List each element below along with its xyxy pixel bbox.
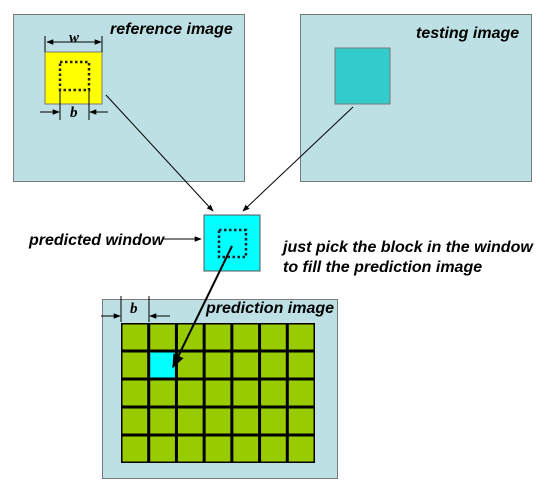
predicted-window-inner-dotted-square [217, 228, 248, 259]
grid-cell [150, 408, 175, 434]
grid-cell [261, 380, 286, 406]
grid-cell [177, 352, 203, 378]
grid-cell [177, 380, 203, 406]
grid-cell [288, 408, 314, 434]
grid-cell [288, 380, 314, 406]
b-dimension-label-prediction: b [130, 301, 138, 317]
note-line-1: just pick the block in the window [283, 239, 533, 256]
prediction-image-label: prediction image [206, 300, 335, 317]
grid-cell [205, 324, 231, 350]
grid-cell [261, 408, 286, 434]
grid-cell [177, 324, 203, 350]
grid-cell [261, 352, 286, 378]
grid-cell [122, 408, 148, 434]
grid-cell [233, 352, 259, 378]
grid-cell [177, 436, 203, 462]
predicted-window [203, 214, 261, 272]
grid-cell [288, 324, 314, 350]
note-line-2: to fill the prediction image [283, 259, 483, 276]
testing-image-label: testing image [416, 25, 520, 42]
testing-block [334, 47, 391, 105]
reference-block [44, 51, 103, 105]
grid-cell [288, 352, 314, 378]
grid-cell [205, 408, 231, 434]
b-dimension-label-reference: b [70, 105, 78, 121]
grid-cell [261, 436, 286, 462]
grid-cell [261, 324, 286, 350]
w-dimension-label: w [69, 30, 80, 46]
grid-cell [150, 380, 175, 406]
grid-cell [122, 380, 148, 406]
grid-cell [233, 436, 259, 462]
grid-cell-highlighted [150, 352, 175, 378]
grid-cell [150, 324, 175, 350]
grid-cell [205, 436, 231, 462]
grid-cell [205, 352, 231, 378]
grid-cell [233, 324, 259, 350]
predicted-window-label: predicted window [29, 232, 165, 249]
grid-cell [205, 380, 231, 406]
grid-cell [150, 436, 175, 462]
grid-cell [233, 408, 259, 434]
grid-cell [233, 380, 259, 406]
grid-cell [177, 408, 203, 434]
arrow-reference-to-window [105, 94, 214, 212]
grid-cell [122, 436, 148, 462]
prediction-grid [121, 323, 315, 463]
reference-inner-dotted-square [58, 60, 91, 92]
reference-image-label: reference image [110, 21, 233, 38]
grid-cell [122, 324, 148, 350]
grid-cell [288, 436, 314, 462]
arrow-testing-to-window [242, 106, 354, 212]
grid-cell [122, 352, 148, 378]
arrow-window-to-grid-cell [172, 245, 233, 369]
